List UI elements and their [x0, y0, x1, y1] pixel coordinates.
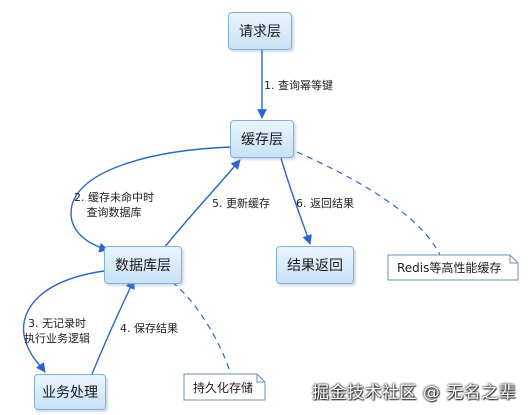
edge-label-6: 6. 返回结果 [296, 197, 354, 210]
edge-label-4: 4. 保存结果 [120, 322, 178, 335]
edge-label-3: 3. 无记录时 执行业务逻辑 [24, 316, 90, 346]
note-persist: 持久化存储 [193, 380, 254, 395]
edge-return-result [280, 157, 312, 245]
edge-label-2: 2. 缓存未命中时 查询数据库 [74, 190, 154, 220]
node-database-layer: 数据库层 [104, 246, 182, 284]
edge-no-record [22, 269, 113, 373]
edge-label-3-line2: 执行业务逻辑 [24, 332, 90, 345]
edge-label-1: 1. 查询幂等键 [264, 79, 333, 92]
edge-save-result [91, 279, 135, 375]
edge-label-5: 5. 更新缓存 [212, 197, 270, 210]
note-connector-persist [171, 281, 231, 373]
edge-update-cache [163, 159, 241, 249]
note-redis: Redis等高性能缓存 [397, 261, 502, 275]
edge-label-2-line2: 查询数据库 [86, 206, 142, 219]
node-cache-layer: 缓存层 [230, 120, 294, 158]
node-business-processing: 业务处理 [34, 374, 106, 410]
note-outline-redis [387, 254, 519, 281]
edge-label-2-line1: 2. 缓存未命中时 [74, 191, 154, 204]
note-outline-persist [183, 373, 266, 401]
note-connector-redis [296, 151, 441, 256]
node-result-return: 结果返回 [276, 246, 354, 284]
edge-label-3-line1: 3. 无记录时 [28, 317, 86, 330]
node-request-layer: 请求层 [228, 12, 292, 50]
edge-cache-miss [70, 146, 233, 253]
watermark: 掘金技术社区 @ 无名之辈 [312, 383, 517, 403]
